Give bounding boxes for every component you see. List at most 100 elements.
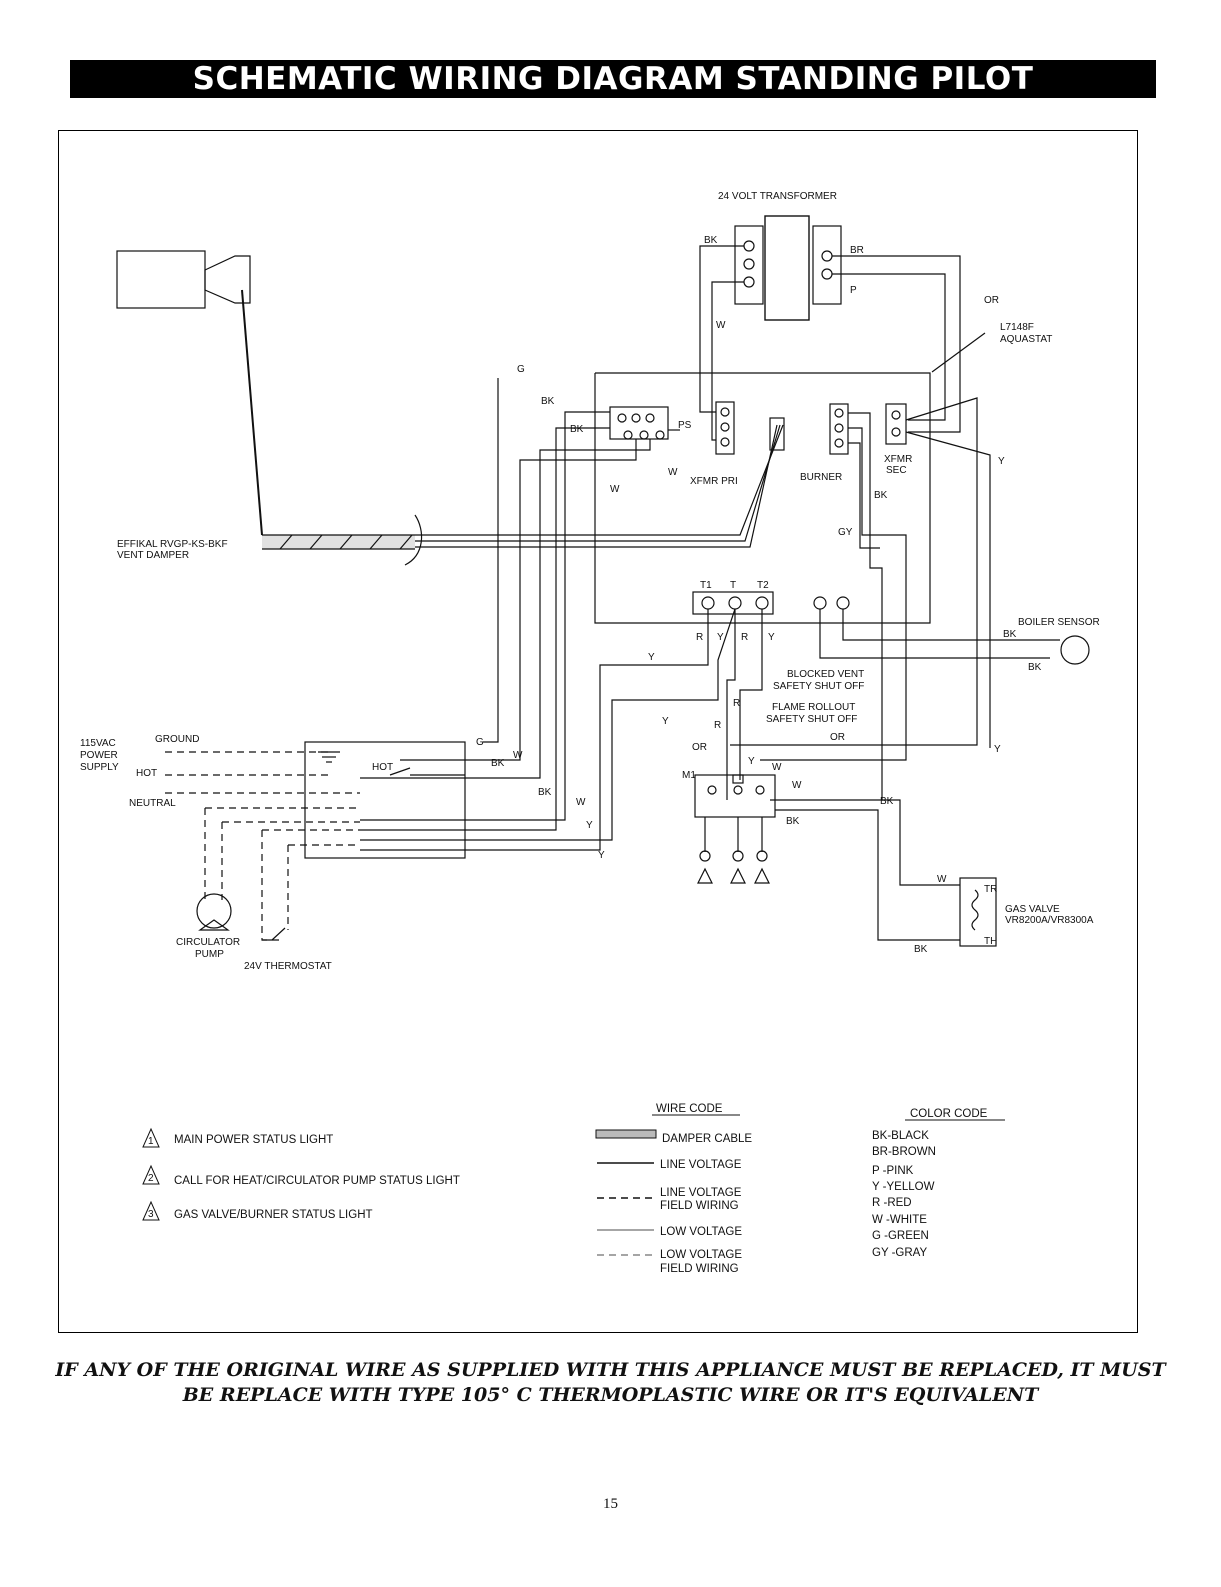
damper-cable-swatch — [595, 1129, 657, 1139]
terminal-s2 — [836, 596, 850, 610]
wire-code-line-field: LINE VOLTAGE — [660, 1187, 742, 1199]
aquastat-model-label: L7148F — [1000, 322, 1034, 333]
wire-code-low: LOW VOLTAGE — [660, 1226, 742, 1238]
diagram-frame — [58, 130, 1138, 1333]
color-code-item: P -PINK — [872, 1165, 914, 1177]
wire-label: W — [716, 320, 726, 331]
blocked-vent-label: SAFETY SHUT OFF — [773, 681, 864, 692]
warning-line-2: BE REPLACE WITH TYPE 105° C THERMOPLASTI… — [182, 1384, 1039, 1406]
thermostat-label: 24V THERMOSTAT — [244, 961, 332, 972]
wire-label: BK — [880, 796, 894, 807]
wire-label: W — [610, 484, 620, 495]
wire-label: Y — [998, 456, 1005, 467]
terminal-s1 — [813, 596, 827, 610]
xfmr-sec-label: XFMR — [884, 454, 912, 465]
wire-label: BK — [704, 235, 718, 246]
power-supply-label: POWER — [80, 750, 118, 761]
transformer-label: 24 VOLT TRANSFORMER — [718, 191, 837, 202]
transformer-primary-block — [734, 225, 764, 305]
xfmr-pri-label: XFMR PRI — [690, 476, 738, 487]
power-junction-box — [304, 741, 466, 859]
transformer-core — [764, 215, 810, 321]
transformer-secondary-block — [812, 225, 842, 305]
wire-label: W — [772, 762, 782, 773]
wire-label: R — [741, 632, 748, 643]
wire-label: Y — [748, 756, 755, 767]
wire-label: W — [937, 874, 947, 885]
wire-label: BK — [874, 490, 888, 501]
status-light-number: 2 — [148, 1173, 154, 1184]
circulator-label: CIRCULATOR — [176, 937, 240, 948]
gas-valve-body — [959, 877, 997, 947]
status-light-1-text: MAIN POWER STATUS LIGHT — [174, 1134, 333, 1146]
wire-code-heading: WIRE CODE — [656, 1103, 723, 1115]
wire-label: G — [517, 364, 525, 375]
page-number: 15 — [603, 1496, 618, 1512]
color-code-item: GY -GRAY — [872, 1247, 927, 1259]
wire-label: R — [696, 632, 703, 643]
color-code-item: W -WHITE — [872, 1214, 927, 1226]
terminal-label: T1 — [700, 580, 712, 591]
wire-label: BK — [570, 424, 584, 435]
wire-label: BK — [541, 396, 555, 407]
power-supply-label: 115VAC — [80, 738, 116, 749]
boiler-sensor — [1060, 635, 1090, 665]
vent-damper-model-label: EFFIKAL RVGP-KS-BKF — [117, 539, 228, 550]
wire-label: BK — [914, 944, 928, 955]
wire-label: W — [792, 780, 802, 791]
wire-label: Y — [717, 632, 724, 643]
terminal-t — [728, 596, 742, 610]
vent-damper-label: VENT DAMPER — [117, 550, 189, 561]
ground-label: GROUND — [155, 734, 199, 745]
color-code-item: BR-BROWN — [872, 1146, 936, 1158]
blocked-vent-label: BLOCKED VENT — [787, 669, 864, 680]
wire-label: BK — [786, 816, 800, 827]
flame-rollout-label: FLAME ROLLOUT — [772, 702, 855, 713]
wire-label: GY — [838, 527, 853, 538]
gas-valve-tr-label: TR — [984, 884, 997, 895]
wire-code-low-field: LOW VOLTAGE — [660, 1249, 742, 1261]
replacement-warning: IF ANY OF THE ORIGINAL WIRE AS SUPPLIED … — [20, 1358, 1201, 1408]
xfmr-sec-label: SEC — [886, 465, 907, 476]
wire-label: BK — [1028, 662, 1042, 673]
wire-code-line-field: FIELD WIRING — [660, 1200, 739, 1212]
color-code-item: R -RED — [872, 1197, 912, 1209]
wire-label: W — [668, 467, 678, 478]
terminal-label: M1 — [682, 770, 696, 781]
terminal-label: T2 — [757, 580, 769, 591]
burner-label: BURNER — [800, 472, 842, 483]
terminal-t1 — [701, 596, 715, 610]
wire-label: OR — [984, 295, 999, 306]
hot-label: HOT — [372, 762, 393, 773]
wire-label: Y — [768, 632, 775, 643]
or-label: OR — [830, 732, 845, 743]
page-title: SCHEMATIC WIRING DIAGRAM STANDING PILOT — [70, 60, 1156, 98]
wire-label: BK — [538, 787, 552, 798]
warning-line-1: IF ANY OF THE ORIGINAL WIRE AS SUPPLIED … — [55, 1359, 1166, 1381]
terminal-label: T — [730, 580, 736, 591]
control-board-connector — [609, 406, 669, 440]
color-code-item: G -GREEN — [872, 1230, 929, 1242]
wire-label: Y — [648, 652, 655, 663]
thermostat-switch — [262, 927, 286, 941]
circulator-label: PUMP — [195, 949, 224, 960]
vent-damper-motor — [116, 250, 206, 309]
status-light-number: 3 — [148, 1209, 154, 1220]
wire-code-line: LINE VOLTAGE — [660, 1159, 742, 1171]
color-code-item: BK-BLACK — [872, 1130, 929, 1142]
flame-rollout-label: SAFETY SHUT OFF — [766, 714, 857, 725]
wire-label: BR — [850, 245, 864, 256]
wire-code-low-field: FIELD WIRING — [660, 1263, 739, 1275]
wire-label: P — [850, 285, 857, 296]
terminal-t2 — [755, 596, 769, 610]
xfmr-pri-connector — [715, 401, 735, 455]
terminal-strip — [692, 591, 774, 615]
wire-label: W — [576, 797, 586, 808]
wire-label: Y — [586, 820, 593, 831]
terminal-label: PS — [678, 420, 692, 431]
color-code-heading: COLOR CODE — [910, 1108, 988, 1120]
gas-valve-th-label: TH — [984, 936, 997, 947]
burner-connector — [829, 403, 849, 455]
status-light-3-text: GAS VALVE/BURNER STATUS LIGHT — [174, 1209, 373, 1221]
